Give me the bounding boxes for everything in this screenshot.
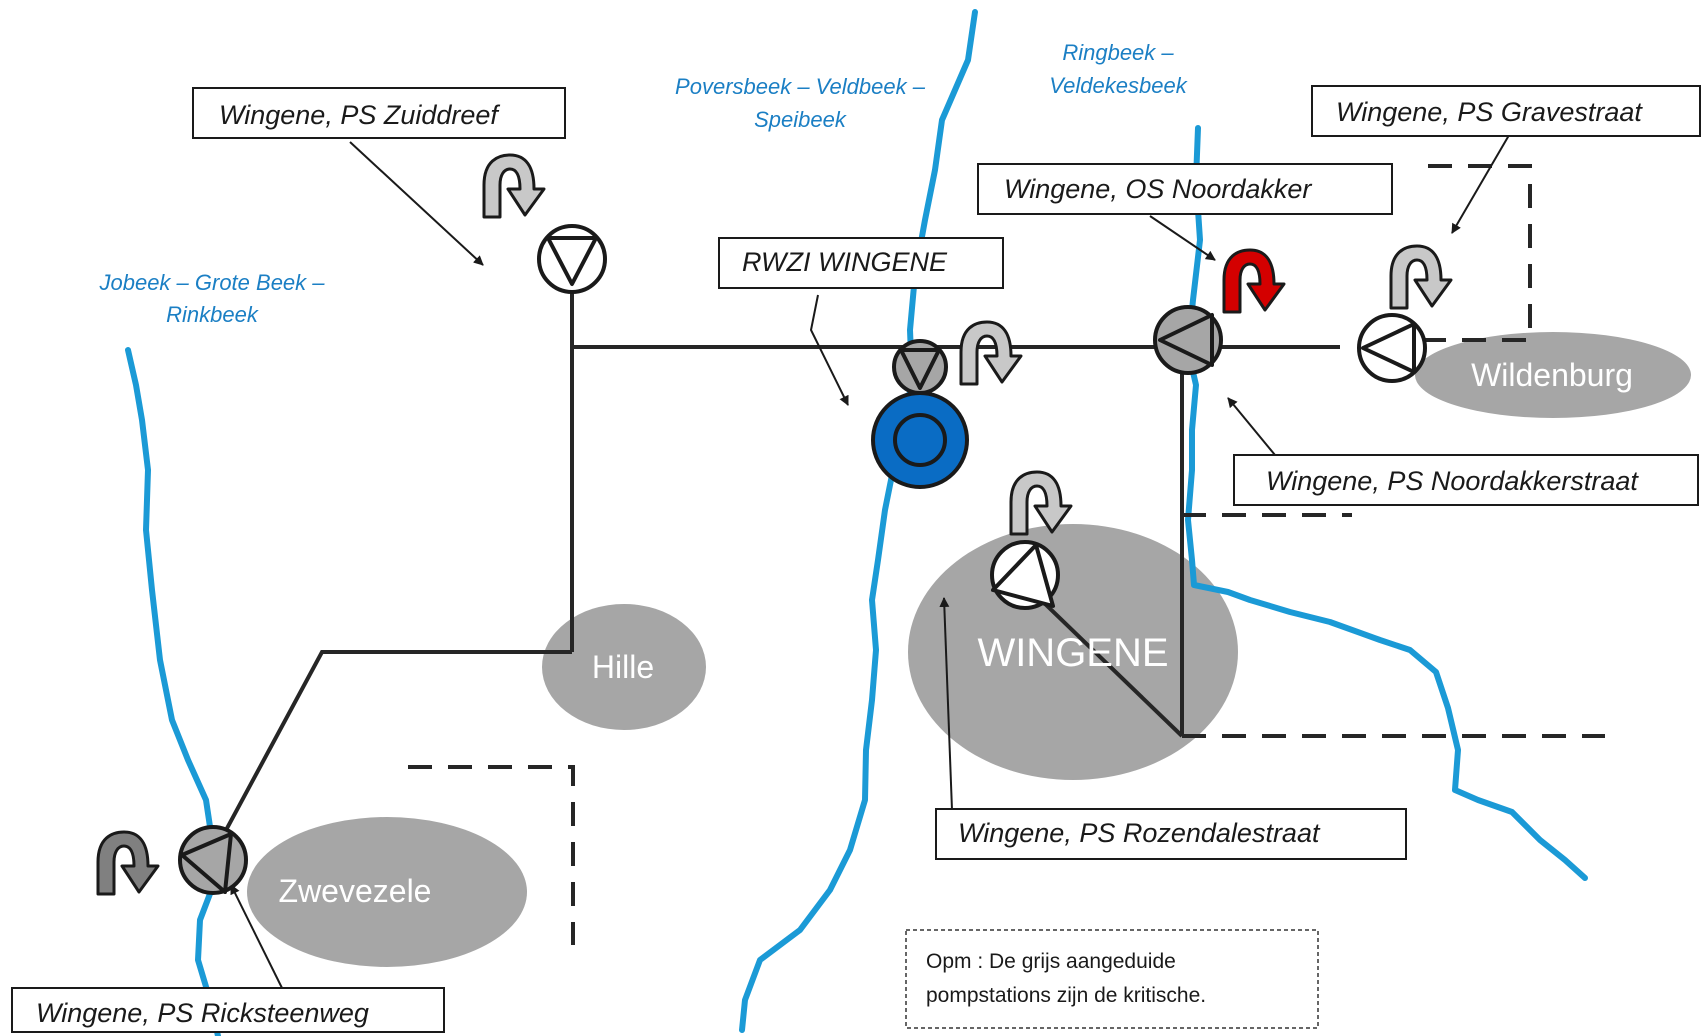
- area-label-wingene: WINGENE: [977, 631, 1168, 675]
- svg-text:Wingene, PS Rozendalestraat: Wingene, PS Rozendalestraat: [958, 818, 1321, 848]
- svg-text:Wingene, PS Noordakkerstraat: Wingene, PS Noordakkerstraat: [1266, 466, 1639, 496]
- svg-text:Wingene, OS Noordakker: Wingene, OS Noordakker: [1004, 174, 1312, 204]
- rotation-arrow-icon: [1222, 248, 1286, 314]
- river-label-poversbeek: Poversbeek – Veldbeek – Speibeek: [675, 74, 926, 132]
- pipes: [209, 285, 1340, 859]
- treatment-plant-icon[interactable]: [871, 391, 969, 489]
- station-label-rwzi: RWZI WINGENE: [718, 237, 1004, 289]
- station-label-gravestraat: Wingene, PS Gravestraat: [1311, 85, 1701, 137]
- label-leaders: [230, 129, 1513, 989]
- svg-text:RWZI WINGENE: RWZI WINGENE: [742, 247, 948, 277]
- rotation-arrow-icon: [959, 320, 1023, 386]
- pump-gravestraat[interactable]: [1357, 313, 1427, 383]
- svg-text:Speibeek: Speibeek: [754, 107, 847, 132]
- pump-noordakkerstraat[interactable]: [1153, 305, 1223, 375]
- station-label-rozendalestraat: Wingene, PS Rozendalestraat: [935, 808, 1407, 860]
- svg-text:Rinkbeek: Rinkbeek: [166, 302, 259, 327]
- rotation-arrow-icon: [1389, 244, 1453, 310]
- station-label-ricksteenweg: Wingene, PS Ricksteenweg: [11, 987, 445, 1033]
- svg-text:Wingene, PS Zuiddreef: Wingene, PS Zuiddreef: [219, 100, 500, 130]
- service-areas: [247, 332, 1691, 967]
- svg-text:Opm : De grijs aangeduide: Opm : De grijs aangeduide: [926, 950, 1176, 973]
- svg-text:Ringbeek –: Ringbeek –: [1062, 40, 1174, 65]
- svg-text:Poversbeek – Veldbeek –: Poversbeek – Veldbeek –: [675, 74, 926, 99]
- area-wingene: [908, 524, 1238, 780]
- river-label-jobeek: Jobeek – Grote Beek – Rinkbeek: [98, 270, 325, 327]
- river-label-ringbeek: Ringbeek – Veldekesbeek: [1049, 40, 1187, 98]
- svg-text:Jobeek – Grote Beek –: Jobeek – Grote Beek –: [98, 270, 325, 295]
- svg-text:Veldekesbeek: Veldekesbeek: [1049, 73, 1187, 98]
- river-jobeek: [125, 347, 221, 1036]
- area-label-wildenburg: Wildenburg: [1471, 357, 1633, 393]
- station-label-noordakker: Wingene, OS Noordakker: [977, 163, 1393, 215]
- svg-text:Wingene, PS Gravestraat: Wingene, PS Gravestraat: [1336, 97, 1643, 127]
- svg-text:pompstations zijn de kritische: pompstations zijn de kritische.: [926, 984, 1206, 1007]
- station-label-noordakkerstraat: Wingene, PS Noordakkerstraat: [1233, 454, 1699, 506]
- pump-zuiddreef[interactable]: [537, 224, 607, 294]
- rotation-arrow-icon: [482, 153, 546, 219]
- station-label-zuiddreef: Wingene, PS Zuiddreef: [192, 87, 566, 139]
- boundary-dashed-lines: [408, 164, 1605, 945]
- area-wildenburg: [1415, 332, 1691, 418]
- area-hille: [542, 604, 706, 730]
- river-poversbeek: [739, 9, 978, 1033]
- note-box: Opm : De grijs aangeduide pompstations z…: [905, 929, 1319, 1029]
- area-label-zwevezele: Zwevezele: [279, 873, 432, 909]
- area-label-hille: Hille: [592, 649, 654, 685]
- rotation-arrow-icon: [96, 830, 160, 896]
- pump-ricksteenweg[interactable]: [178, 825, 248, 895]
- svg-text:Wingene, PS Ricksteenweg: Wingene, PS Ricksteenweg: [36, 998, 369, 1028]
- area-zwevezele: [247, 817, 527, 967]
- pump-rwzi[interactable]: [892, 339, 948, 395]
- pump-rozendalestraat[interactable]: [990, 540, 1060, 610]
